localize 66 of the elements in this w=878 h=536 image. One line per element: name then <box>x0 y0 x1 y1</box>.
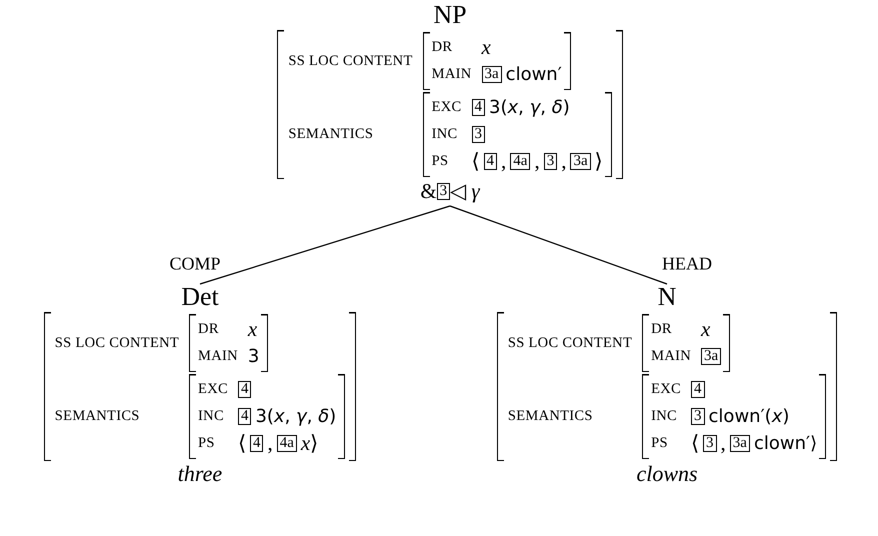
coindex-tag: 3 <box>703 435 717 452</box>
coindex-tag: 3a <box>482 66 502 83</box>
feature-name: DR <box>651 321 672 338</box>
coindex-tag: 4 <box>484 153 498 170</box>
feature-name: DR <box>432 39 452 56</box>
coindex-tag: 4 <box>250 435 264 452</box>
coindex-tag: 3 <box>472 126 486 143</box>
feature-name: EXC <box>198 381 228 398</box>
feature-name: INC <box>651 408 677 425</box>
feature-name: SS LOC CONTENT <box>508 334 632 352</box>
feature-name: MAIN <box>198 348 238 365</box>
feature-value: clown′⟩ <box>754 433 818 454</box>
feature-name: SS LOC CONTENT <box>54 334 180 352</box>
feature-name: EXC <box>432 99 462 116</box>
bracket-text: x⟩ <box>300 431 318 456</box>
category-label: N <box>658 282 676 312</box>
bracket-text: , <box>561 149 566 174</box>
coindex-tag: 3a <box>570 153 591 170</box>
word-label: three <box>178 461 222 487</box>
feature-value: x <box>482 35 491 60</box>
bracket-text: , <box>267 431 273 456</box>
coindex-tag: 3 <box>691 408 705 425</box>
coindex-tag: 3 <box>544 153 558 170</box>
bracket-text: , <box>720 431 726 456</box>
tree-branch <box>450 205 668 285</box>
coindex-tag: 4a <box>510 153 530 170</box>
bracket-text: , <box>534 149 540 174</box>
feature-name: PS <box>198 435 215 452</box>
feature-value: x <box>248 317 258 342</box>
feature-value: 3 <box>248 346 260 367</box>
feature-name: SEMANTICS <box>508 408 593 425</box>
coindex-tag: 4 <box>691 381 705 398</box>
feature-name: SEMANTICS <box>288 126 374 143</box>
bracket-text: ⟩ <box>594 149 603 174</box>
feature-name: INC <box>198 408 224 425</box>
feature-name: EXC <box>651 381 682 398</box>
bracket-text: ⟨ <box>472 149 480 174</box>
feature-name: MAIN <box>651 348 691 365</box>
feature-value: x <box>701 317 710 342</box>
feature-name: MAIN <box>432 66 472 83</box>
coindex-tag: 4 <box>238 408 252 425</box>
bracket-text: ◁ γ <box>450 179 480 204</box>
bracket-text: ⟨ <box>691 431 700 456</box>
coindex-tag: 4a <box>276 435 297 452</box>
tree-branch <box>200 205 450 285</box>
coindex-tag: 3a <box>730 435 750 452</box>
bracket-text: ⟨ <box>238 431 246 456</box>
feature-name: PS <box>651 435 668 452</box>
coindex-tag: 4 <box>238 381 252 398</box>
feature-value: clown′(x) <box>708 406 790 427</box>
category-label: Det <box>181 282 219 312</box>
word-label: clowns <box>636 461 698 487</box>
coindex-tag: 3 <box>436 183 450 200</box>
feature-value: clown′ <box>506 64 562 85</box>
feature-value: 3(x, γ, δ) <box>255 406 336 427</box>
feature-name: DR <box>198 321 219 338</box>
bracket-text: , <box>501 149 506 174</box>
feature-name: SS LOC CONTENT <box>288 52 413 70</box>
feature-value: 3(x, γ, δ) <box>489 97 570 118</box>
coindex-tag: 4 <box>472 99 486 116</box>
feature-name: PS <box>432 153 448 170</box>
coindex-tag: 3a <box>701 348 722 365</box>
bracket-text: & <box>420 179 437 204</box>
category-label: NP <box>433 0 467 30</box>
feature-name: INC <box>432 126 458 143</box>
feature-name: SEMANTICS <box>54 408 140 425</box>
